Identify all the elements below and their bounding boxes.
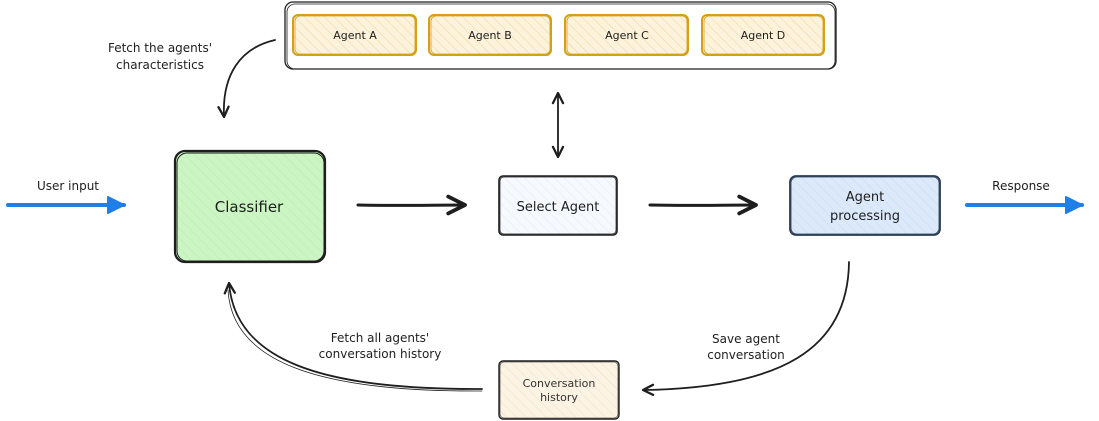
response-label: Response: [992, 179, 1050, 193]
agent-d-label: Agent D: [741, 29, 786, 42]
agent-box-b: Agent B: [428, 14, 552, 56]
agent-a-label: Agent A: [333, 29, 377, 42]
agent-processing-node: Agent processing: [789, 175, 941, 236]
classifier-label: Classifier: [215, 198, 284, 216]
agent-processing-label-line1: Agent: [846, 190, 884, 205]
fetch-history-arrow: [223, 281, 483, 390]
classifier-node: Classifier: [173, 149, 327, 264]
save-conversation-label-line2: conversation: [707, 348, 785, 362]
save-conversation-arrow: [641, 261, 850, 397]
select-agent-node: Select Agent: [498, 175, 618, 236]
fetch-characteristics-label-line1: Fetch the agents': [108, 41, 212, 55]
agent-c-label: Agent C: [605, 29, 649, 42]
fetch-history-label-line2: conversation history: [319, 347, 442, 361]
select-agent-label: Select Agent: [517, 200, 600, 215]
fetch-characteristics-arrow: [217, 39, 276, 119]
fetch-characteristics-label-line2: characteristics: [116, 58, 204, 72]
user-input-label: User input: [37, 179, 99, 193]
conversation-history-node: Conversation history: [498, 360, 620, 420]
agent-b-label: Agent B: [468, 29, 512, 42]
agents-container: [284, 1, 837, 70]
conversation-history-label-line2: history: [540, 391, 578, 404]
save-conversation-label-line1: Save agent: [712, 332, 780, 346]
agent-box-a: Agent A: [292, 14, 417, 56]
agent-box-d: Agent D: [701, 14, 825, 56]
conversation-history-label-line1: Conversation: [523, 377, 596, 390]
agent-box-c: Agent C: [564, 14, 689, 56]
fetch-history-arrow-sketch: [227, 289, 483, 392]
fetch-history-label-line1: Fetch all agents': [331, 331, 429, 345]
agent-processing-label-line2: processing: [830, 209, 900, 224]
